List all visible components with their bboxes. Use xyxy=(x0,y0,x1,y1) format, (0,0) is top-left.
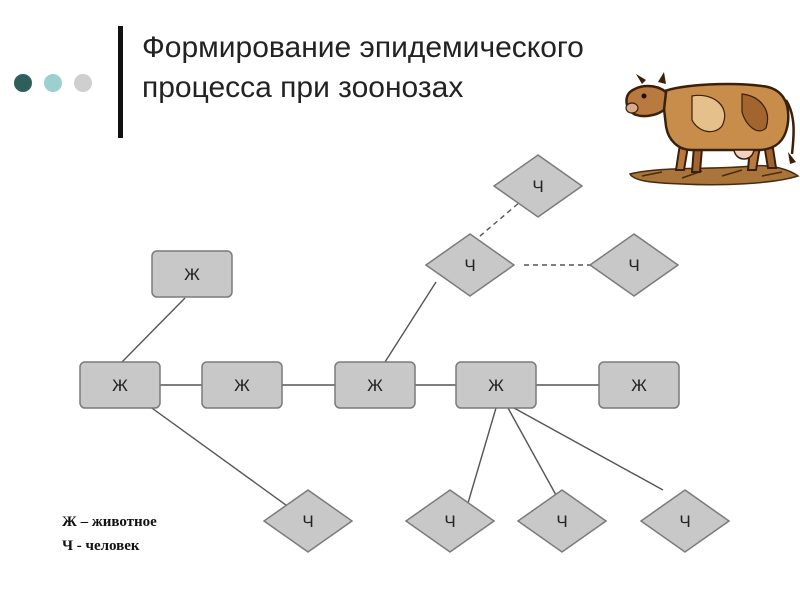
slide-title: Формирование эпидемического процесса при… xyxy=(142,28,622,108)
animal-box xyxy=(334,361,416,409)
node-human-h7: Ч xyxy=(639,489,731,553)
dot-icon xyxy=(74,74,92,92)
node-human-h4: Ч xyxy=(262,489,354,553)
animal-box xyxy=(455,361,537,409)
human-diamond xyxy=(262,489,354,553)
node-animal-a4: Ж xyxy=(334,361,416,409)
human-diamond xyxy=(404,489,496,553)
edge-a5-h6 xyxy=(507,407,557,496)
edge-a1-a2 xyxy=(121,297,186,363)
node-animal-a2: Ж xyxy=(79,361,161,409)
animal-box xyxy=(598,361,680,409)
slide-title-line-2: процесса при зоонозах xyxy=(142,71,464,104)
node-label: Ч xyxy=(302,512,313,531)
node-label: Ч xyxy=(444,512,455,531)
cow-illustration xyxy=(625,72,800,186)
node-animal-a3: Ж xyxy=(201,361,283,409)
animal-box xyxy=(79,361,161,409)
human-diamond xyxy=(588,233,680,297)
node-human-h3: Ч xyxy=(588,233,680,297)
legend: Ж – животное Ч - человек xyxy=(62,510,157,558)
edge-a5-h5 xyxy=(467,407,497,504)
node-label: Ч xyxy=(628,256,639,275)
node-label: Ж xyxy=(184,265,200,284)
node-label: Ж xyxy=(488,376,504,395)
dot-icon xyxy=(44,74,62,92)
title-divider xyxy=(118,26,123,138)
node-human-h1: Ч xyxy=(424,233,516,297)
node-label: Ч xyxy=(556,512,567,531)
node-animal-a6: Ж xyxy=(598,361,680,409)
legend-human: Ч - человек xyxy=(62,538,140,554)
human-diamond xyxy=(492,154,584,218)
dot-icon xyxy=(14,74,32,92)
node-animal-a5: Ж xyxy=(455,361,537,409)
edge-h1-h2 xyxy=(472,201,521,243)
human-diamond xyxy=(424,233,516,297)
legend-animal: Ж – животное xyxy=(62,514,157,530)
human-diamond xyxy=(639,489,731,553)
slide-title-line-1: Формирование эпидемического xyxy=(142,31,584,64)
node-animal-a1: Ж xyxy=(151,250,233,298)
node-human-h6: Ч xyxy=(516,489,608,553)
node-label: Ж xyxy=(112,376,128,395)
animal-box xyxy=(201,361,283,409)
node-human-h2: Ч xyxy=(492,154,584,218)
node-label: Ч xyxy=(532,177,543,196)
edge-a4-h1 xyxy=(384,281,437,363)
node-label: Ч xyxy=(679,512,690,531)
human-diamond xyxy=(516,489,608,553)
node-label: Ч xyxy=(464,256,475,275)
animal-box xyxy=(151,250,233,298)
node-label: Ж xyxy=(367,376,383,395)
node-human-h5: Ч xyxy=(404,489,496,553)
node-label: Ж xyxy=(631,376,647,395)
node-label: Ж xyxy=(234,376,250,395)
edge-a5-h7 xyxy=(513,407,664,491)
